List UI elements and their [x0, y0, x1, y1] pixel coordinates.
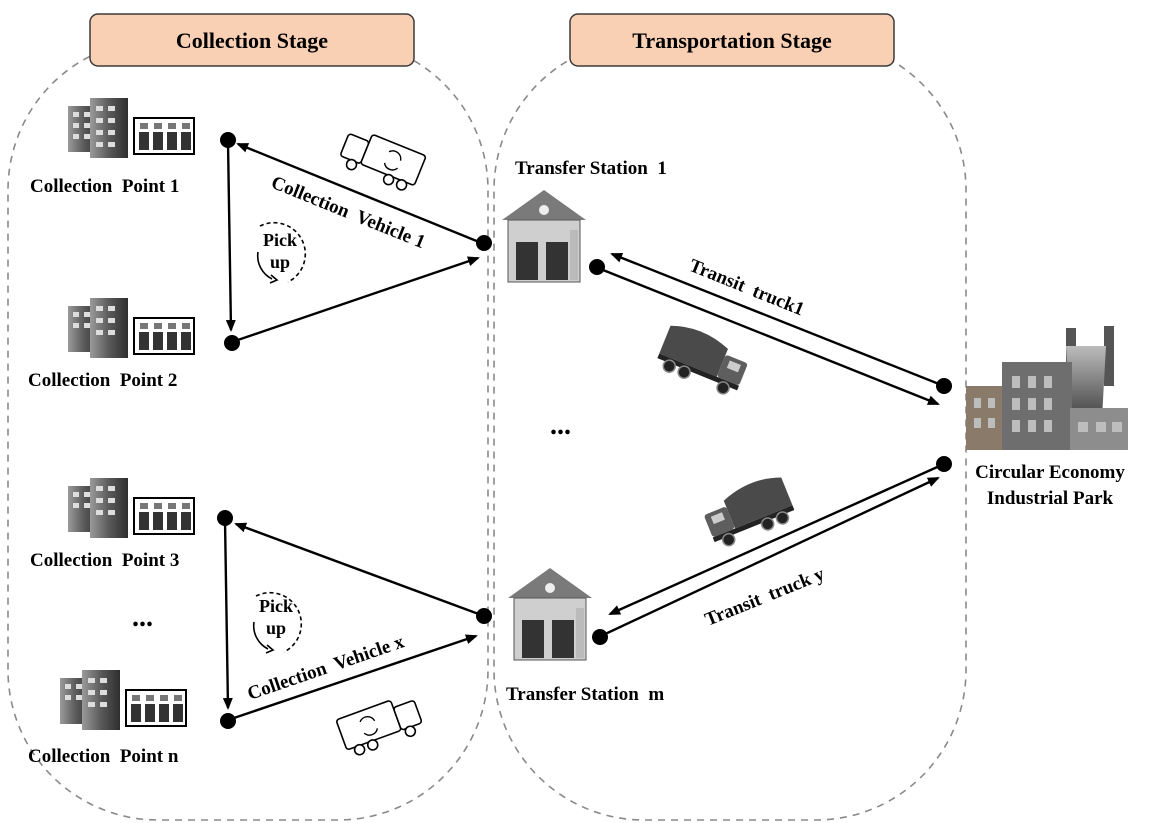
building-icon — [60, 670, 120, 730]
node-park-out — [936, 456, 952, 472]
sorting-bins-icon — [133, 497, 195, 535]
garbage-truck-icon — [704, 477, 795, 547]
node-park-in — [936, 378, 952, 394]
building-icon — [68, 478, 128, 538]
transfer-station-m-label: Transfer Station m — [506, 684, 664, 705]
transfer-station-m-icon — [508, 568, 592, 661]
collection-point-1-icons — [68, 98, 195, 158]
collection-stage-title: Collection Stage — [176, 28, 328, 53]
route-station1-to-cp1 — [236, 142, 485, 246]
collection-points-ellipsis: ... — [132, 602, 153, 633]
sorting-bins-icon — [133, 117, 195, 155]
collection-point-2-label: Collection Point 2 — [28, 370, 177, 391]
collection-point-1-label: Collection Point 1 — [30, 176, 179, 197]
route-station1-to-park — [597, 266, 940, 406]
node-cp3 — [217, 510, 233, 526]
park-label-line2: Industrial Park — [987, 488, 1114, 509]
route-cp2-to-station1 — [231, 256, 480, 344]
collection-point-n-icons — [60, 670, 187, 730]
collection-stage-region — [7, 39, 489, 821]
transfer-stations-ellipsis: ... — [550, 410, 571, 441]
route-park-to-stationm — [608, 462, 945, 616]
transit-truck-y-label: Transit truck y — [702, 563, 828, 630]
collection-point-2-icons — [68, 298, 195, 358]
node-stationm-out — [592, 629, 608, 645]
pickup-line2: up — [266, 618, 286, 638]
node-cp1 — [220, 132, 236, 148]
pickup-badge-bottom: Pick up — [252, 591, 303, 654]
collection-stage-header: Collection Stage — [89, 13, 415, 67]
route-cp3-to-cpn — [222, 519, 233, 710]
building-icon — [68, 98, 128, 158]
transport-stage-header: Transportation Stage — [569, 13, 895, 67]
recycle-truck-icon — [340, 133, 427, 191]
pickup-line1: Pick — [259, 596, 293, 616]
node-station1-in — [476, 235, 492, 251]
pickup-line2: up — [270, 252, 290, 272]
collection-point-n-label: Collection Point n — [28, 746, 179, 767]
recycle-truck-icon — [336, 700, 423, 756]
route-stationm-to-park — [600, 476, 940, 638]
sorting-bins-icon — [133, 317, 195, 355]
node-cp2 — [224, 335, 240, 351]
route-cp1-to-cp2 — [225, 141, 236, 332]
collection-point-3-icons — [68, 478, 195, 538]
route-stationm-to-cp3 — [234, 522, 485, 618]
park-label-line1: Circular Economy — [975, 462, 1125, 483]
pickup-badge-top: Pick up — [256, 221, 307, 284]
node-cpn — [220, 713, 236, 729]
transport-stage-title: Transportation Stage — [632, 28, 832, 53]
transfer-station-1-icon — [502, 190, 586, 283]
route-cpn-to-stationm — [227, 634, 478, 722]
garbage-truck-icon — [657, 325, 748, 395]
sorting-bins-icon — [125, 689, 187, 727]
transport-stage-region — [493, 39, 967, 821]
node-stationm-in — [476, 608, 492, 624]
route-park-to-station1 — [610, 252, 945, 388]
node-station1-out — [589, 259, 605, 275]
factory-icon — [966, 326, 1128, 450]
transfer-station-1-label: Transfer Station 1 — [515, 158, 667, 179]
pickup-line1: Pick — [263, 230, 297, 250]
building-icon — [68, 298, 128, 358]
collection-point-3-label: Collection Point 3 — [30, 550, 179, 571]
